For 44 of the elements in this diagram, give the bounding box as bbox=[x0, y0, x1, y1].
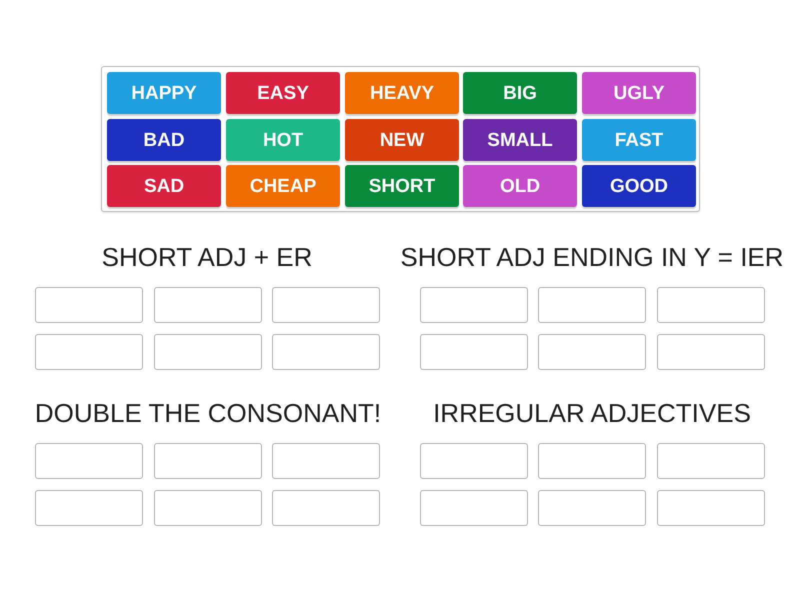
word-tile: SHORT bbox=[345, 165, 459, 207]
answer-box bbox=[538, 443, 646, 479]
word-tile: GOOD bbox=[582, 165, 696, 207]
answer-box bbox=[154, 334, 262, 370]
answer-box bbox=[420, 443, 528, 479]
word-tile: OLD bbox=[463, 165, 577, 207]
answer-box bbox=[538, 334, 646, 370]
answer-box bbox=[657, 490, 765, 526]
word-tile: CHEAP bbox=[226, 165, 340, 207]
answer-box bbox=[154, 490, 262, 526]
answer-box bbox=[35, 334, 143, 370]
tile-tray bbox=[101, 66, 700, 212]
word-tile: BIG bbox=[463, 72, 577, 114]
group-heading: SHORT ADJ + ER bbox=[102, 241, 312, 274]
group-heading: DOUBLE THE CONSONANT! bbox=[34, 397, 382, 430]
answer-box bbox=[272, 443, 380, 479]
word-tile: UGLY bbox=[582, 72, 696, 114]
answer-box bbox=[35, 287, 143, 323]
answer-box bbox=[420, 287, 528, 323]
answer-box bbox=[657, 334, 765, 370]
word-tile: HEAVY bbox=[345, 72, 459, 114]
word-tile: FAST bbox=[582, 119, 696, 161]
answer-box bbox=[538, 287, 646, 323]
group-heading: SHORT ADJ ENDING IN Y = IER bbox=[400, 241, 784, 274]
answer-box bbox=[420, 490, 528, 526]
answer-box bbox=[154, 443, 262, 479]
word-tile: SAD bbox=[107, 165, 221, 207]
answer-box bbox=[657, 443, 765, 479]
answer-box bbox=[272, 334, 380, 370]
answer-box bbox=[154, 287, 262, 323]
word-tile: HOT bbox=[226, 119, 340, 161]
answer-box bbox=[35, 490, 143, 526]
word-tile: BAD bbox=[107, 119, 221, 161]
word-tile: SMALL bbox=[463, 119, 577, 161]
answer-box bbox=[657, 287, 765, 323]
word-tile: HAPPY bbox=[107, 72, 221, 114]
group-heading: IRREGULAR ADJECTIVES bbox=[433, 397, 751, 430]
answer-box bbox=[538, 490, 646, 526]
word-tile: NEW bbox=[345, 119, 459, 161]
answer-box bbox=[272, 490, 380, 526]
answer-box bbox=[272, 287, 380, 323]
answer-box bbox=[35, 443, 143, 479]
answer-box bbox=[420, 334, 528, 370]
word-tile: EASY bbox=[226, 72, 340, 114]
